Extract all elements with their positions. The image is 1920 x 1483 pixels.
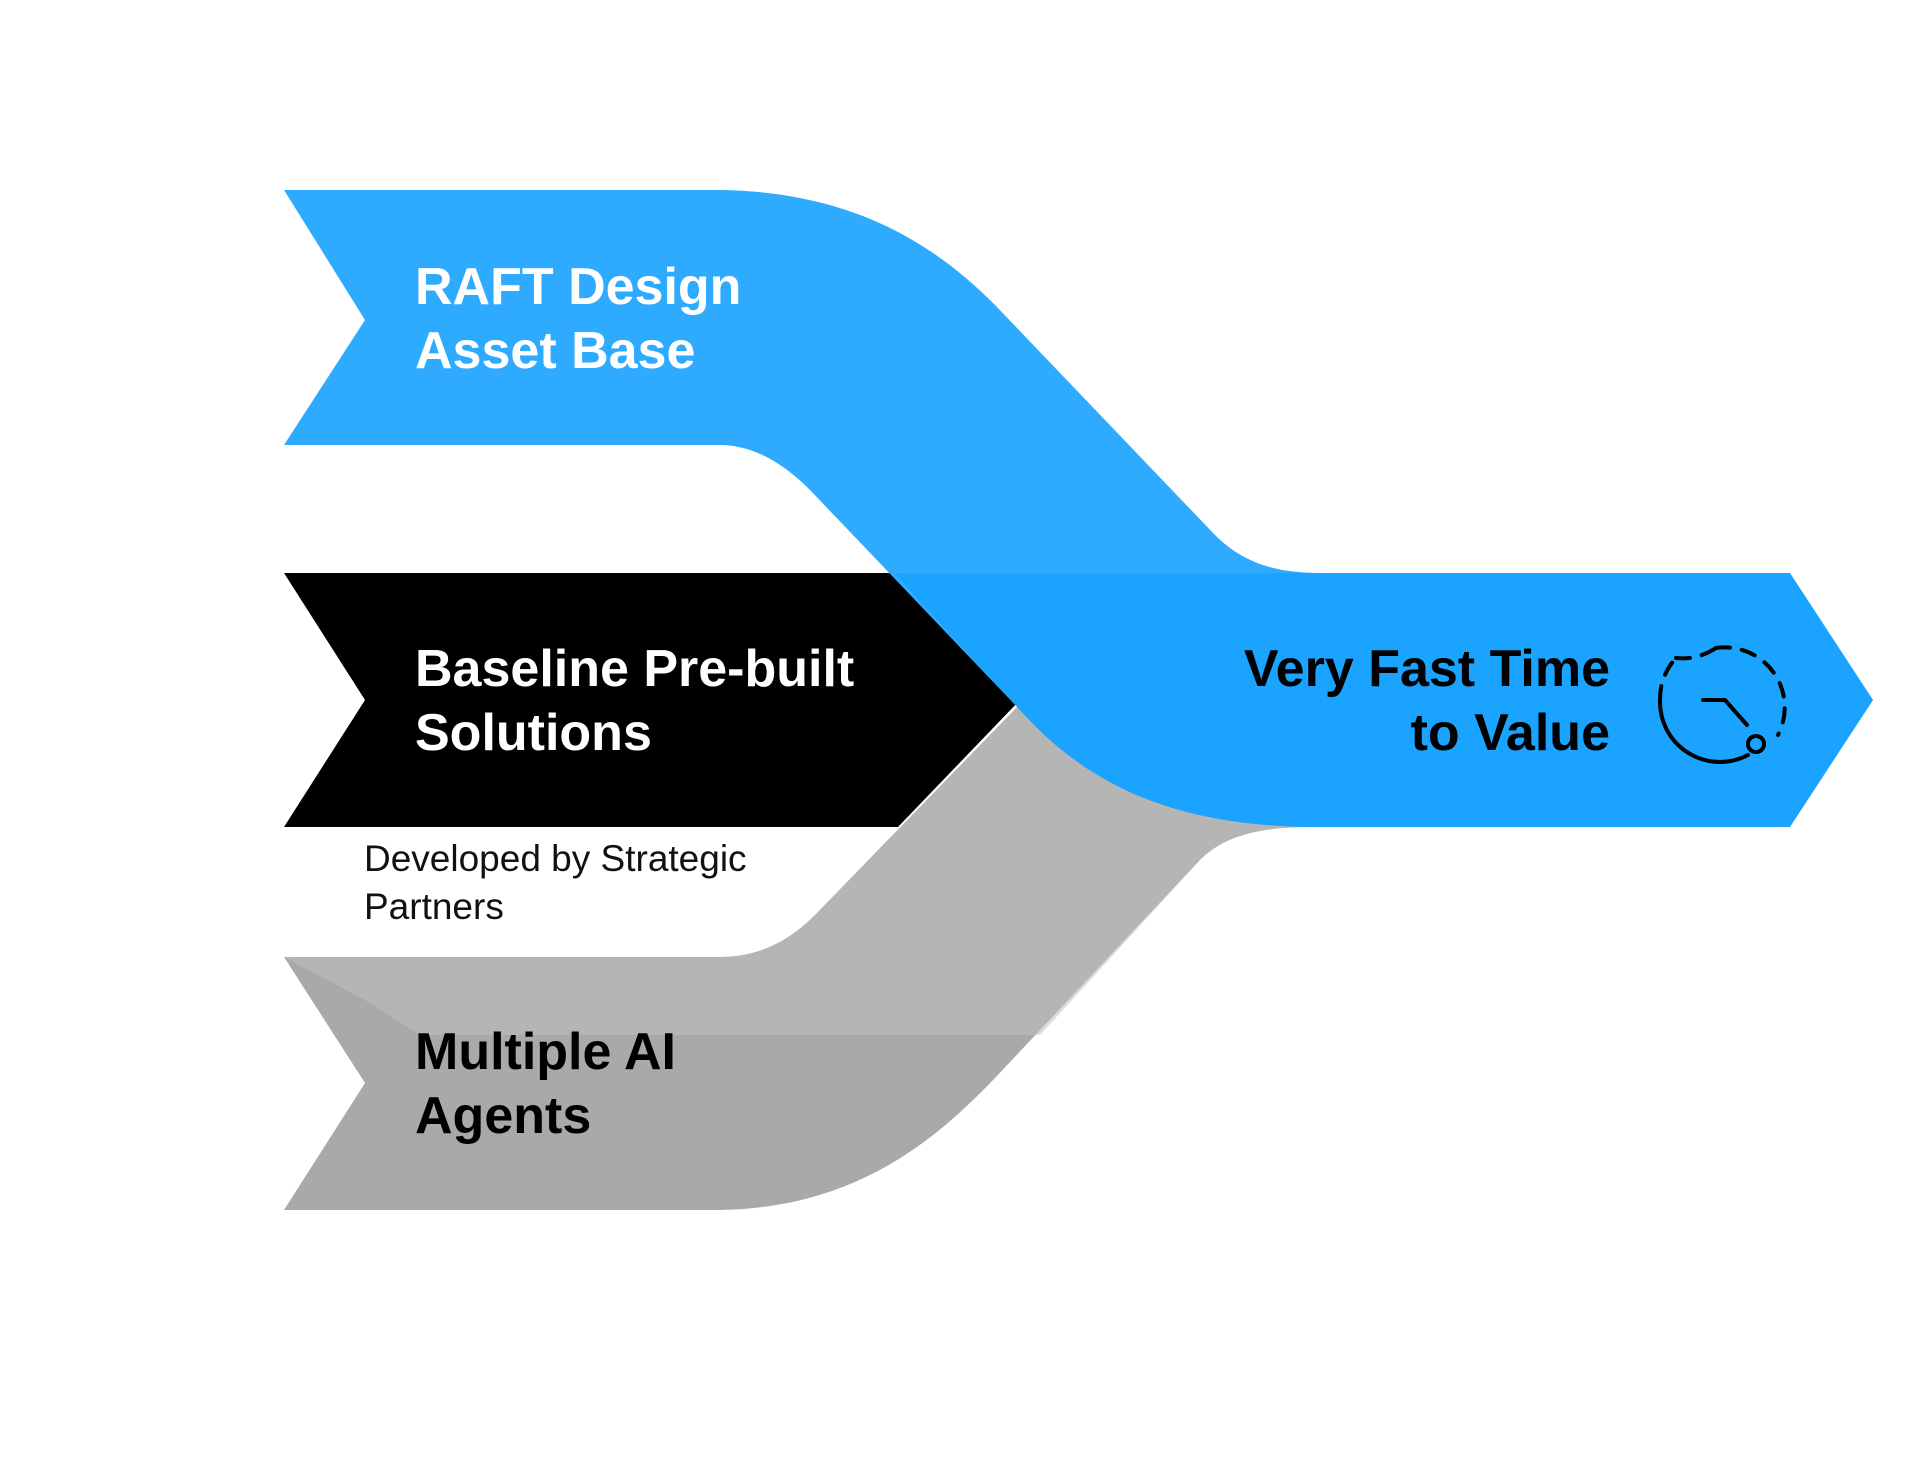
baseline-solutions-line2: Solutions [415,704,652,762]
baseline-solutions-note-line1: Developed by Strategic [364,838,747,879]
raft-design-label: RAFT Design Asset Base [415,255,741,383]
baseline-solutions-line1: Baseline Pre-built [415,640,855,698]
flow-baseline-solutions [284,573,1020,827]
output-value-line2: to Value [1410,704,1610,762]
flow-merge-band [896,573,1320,827]
baseline-solutions-label: Baseline Pre-built Solutions [415,637,854,765]
clock-speed-icon [1657,645,1787,764]
output-value-label: Very Fast Time to Value [1244,637,1610,765]
multiple-ai-agents-label: Multiple AI Agents [415,1020,676,1148]
flow-output-value [1300,573,1873,827]
multiple-ai-agents-line2: Agents [415,1087,592,1145]
baseline-solutions-note: Developed by Strategic Partners [364,835,747,931]
output-value-line1: Very Fast Time [1243,640,1610,698]
raft-design-line1: RAFT Design [415,258,742,316]
baseline-solutions-note-line2: Partners [364,886,504,927]
multiple-ai-agents-line1: Multiple AI [415,1023,676,1081]
raft-design-line2: Asset Base [415,322,696,380]
